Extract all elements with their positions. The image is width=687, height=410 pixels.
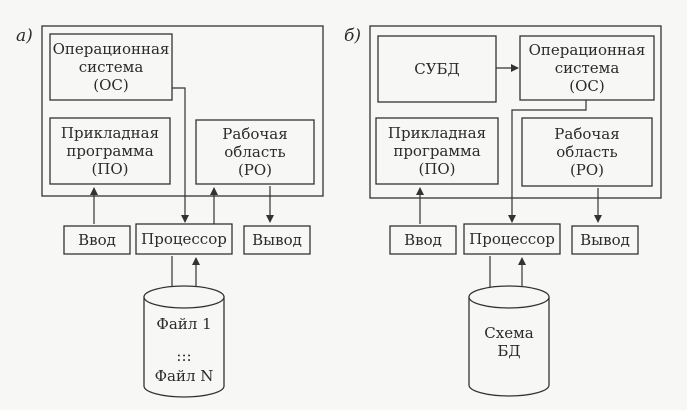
panel-a-file-last: Файл N bbox=[154, 367, 214, 385]
panel-b-frame bbox=[369, 25, 662, 199]
panel-a-output-text: Вывод bbox=[252, 231, 302, 249]
panel-a-os-text: Операционная система (ОС) bbox=[52, 40, 170, 94]
panel-b-dbms-box bbox=[377, 35, 497, 103]
panel-a-cpu-text: Процессор bbox=[141, 230, 227, 248]
panel-b-work-text: Рабочая область (РО) bbox=[554, 125, 620, 179]
panel-a-input-text: Ввод bbox=[78, 231, 116, 249]
panel-b-input-text: Ввод bbox=[404, 231, 442, 249]
panel-b-os-box bbox=[519, 35, 655, 101]
panel-b-db-storage bbox=[468, 285, 550, 397]
panel-a-app-box bbox=[49, 117, 171, 185]
panel-a-input-box bbox=[63, 225, 131, 255]
panel-a-work-text: Рабочая область (РО) bbox=[222, 125, 288, 179]
panel-a-file-storage bbox=[143, 285, 225, 398]
panel-a-label: а) bbox=[16, 26, 33, 46]
panel-b-os-text: Операционная система (ОС) bbox=[528, 41, 646, 95]
panel-b-cpu-box bbox=[463, 223, 561, 255]
panel-a-os-box bbox=[49, 33, 173, 101]
panel-b-db-text: Схема БД bbox=[484, 324, 534, 360]
panel-a-file-dots: ::: bbox=[176, 347, 192, 365]
panel-b-os-to-cpu-arrow bbox=[508, 100, 587, 223]
panel-a-cpu-box bbox=[135, 223, 233, 255]
panel-b-output-text: Вывод bbox=[580, 231, 630, 249]
panel-b-work-box bbox=[521, 117, 653, 187]
panel-a-app-text: Прикладная программа (ПО) bbox=[60, 124, 160, 178]
panel-b-app-text: Прикладная программа (ПО) bbox=[387, 124, 487, 178]
panel-a-work-box bbox=[195, 119, 315, 185]
panel-b-label: б) bbox=[344, 26, 362, 46]
panel-b-cpu-text: Процессор bbox=[469, 230, 555, 248]
panel-a-output-box bbox=[243, 225, 311, 255]
panel-b-app-box bbox=[375, 117, 499, 185]
panel-b-output-box bbox=[571, 225, 639, 255]
panel-b-input-box bbox=[389, 225, 457, 255]
panel-b-dbms-text: СУБД bbox=[414, 60, 460, 78]
panel-a-file-first: Файл 1 bbox=[156, 315, 212, 333]
panel-a-frame bbox=[41, 25, 324, 197]
panel-a-os-to-cpu-arrow bbox=[172, 87, 189, 223]
